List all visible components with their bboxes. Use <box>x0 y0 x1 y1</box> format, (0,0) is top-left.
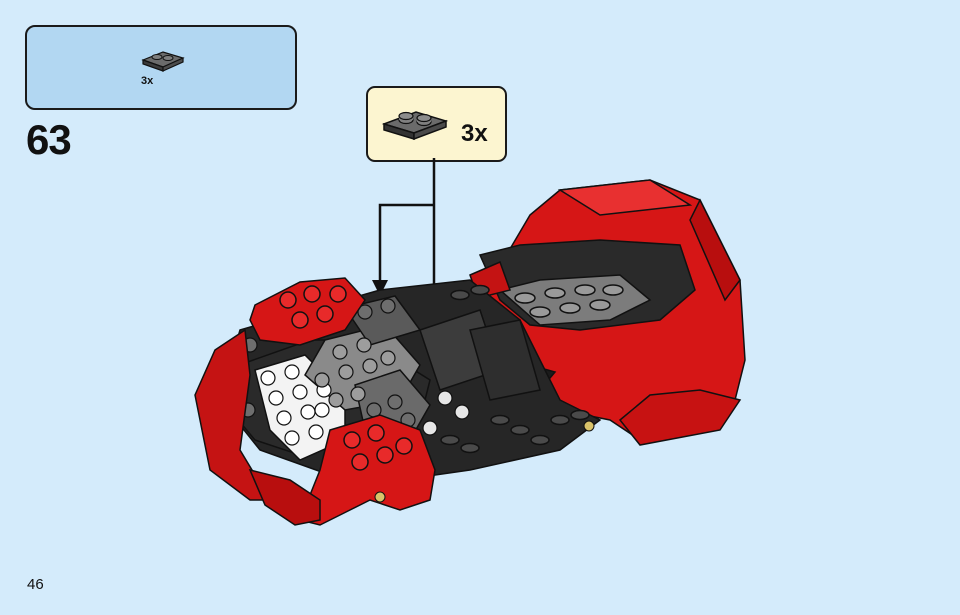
callout-quantity: 3x <box>461 120 488 147</box>
axle-pins <box>374 420 595 503</box>
page-number: 46 <box>27 576 44 593</box>
parts-quantity: 3x <box>141 75 154 87</box>
callout-box: 3x <box>366 86 507 162</box>
arrow-head-icon <box>372 280 388 296</box>
front-fenders <box>194 277 436 526</box>
studs <box>232 298 470 446</box>
dark-gray-plate-icon <box>141 51 185 72</box>
parts-list-box: 3x <box>25 25 297 110</box>
engine-cover <box>469 239 696 392</box>
dark-gray-plate-icon <box>382 111 448 140</box>
step-number: 63 <box>26 116 72 163</box>
